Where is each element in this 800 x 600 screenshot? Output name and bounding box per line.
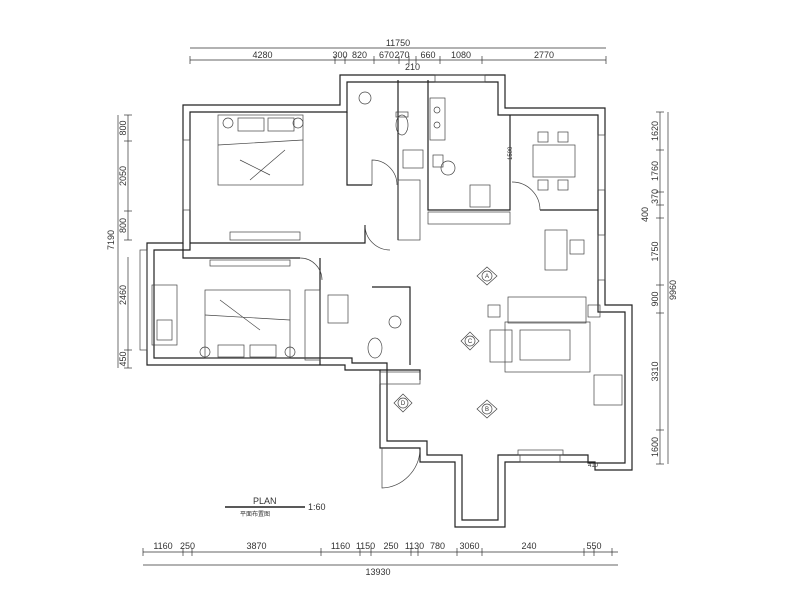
kitchen: 1500 [429,97,514,208]
dimension-label: 1620 [650,121,660,141]
svg-text:D: D [401,401,406,407]
dimension-label: 1760 [650,161,660,181]
doors [299,159,541,489]
lounge-chair [151,284,178,346]
dimension-label: 660 [420,50,435,60]
svg-text:A: A [485,274,489,280]
dim-top-total: 11750 [386,38,410,48]
dimension-label: 300 [332,50,347,60]
plan-scale: 1:60 [308,502,326,512]
windows [139,74,606,463]
desk [544,229,585,271]
dim-right-total: 9960 [668,280,678,300]
counter [427,211,511,225]
bed-master [217,114,304,241]
dimension-label: 3060 [459,541,479,551]
marker-a: A [476,266,498,286]
dimension-label: 820 [352,50,367,60]
bottom-dimensions: 13930 1160 250 3870 1160 1150 250 1130 780 3060 2… [142,541,618,577]
note-410: 410 [588,463,599,469]
dimension-label: 450 [118,351,128,366]
dimension-label: 1080 [451,50,471,60]
dimension-label: 780 [430,541,445,551]
dimension-label: 800 [118,218,128,233]
cabinet [379,371,421,385]
sofa-set: 410 [487,296,623,469]
dimension-label: 670 [379,50,394,60]
dimension-label: 2460 [118,285,128,305]
dimension-label: 1150 [356,541,375,551]
dimension-label: 210 [405,62,420,72]
dimension-label: 1130 [405,541,424,551]
dimension-label: 1600 [650,437,660,457]
marker-b: B [476,399,498,419]
exterior-wall [146,74,633,528]
note-1500: 1500 [508,146,514,160]
dimension-label: 1750 [650,241,660,261]
dimension-label: 800 [118,120,128,135]
dimension-label: 900 [650,291,660,306]
dimension-label: 2050 [118,166,128,186]
bed-second [199,259,296,359]
dimension-label: 1160 [331,541,350,551]
dimension-label: 1160 [153,541,172,551]
dim-left-total: 7190 [106,230,116,250]
dimension-label: 250 [383,541,398,551]
plan-subtitle: 平面布置图 [240,510,270,518]
dimension-label: 250 [180,541,195,551]
svg-text:C: C [468,339,473,345]
dim-bottom-total: 13930 [365,567,390,577]
dimension-label: 240 [521,541,536,551]
closet [304,289,321,361]
svg-text:B: B [485,407,489,413]
dimension-label: 2770 [534,50,554,60]
dining-table [532,131,576,191]
dimension-label: 550 [586,541,601,551]
wardrobe [397,179,421,241]
dimension-label: 4280 [252,50,272,60]
exterior-wall-inner [153,81,626,521]
marker-d: D [393,393,413,413]
bathroom-fixtures [327,91,424,359]
left-dimensions: 7190 800 2050 800 2460 450 [106,114,132,369]
plan-label: PLAN [253,496,277,506]
dimension-label: 3870 [246,541,266,551]
interior-walls [182,80,598,385]
dimension-label: 3310 [650,361,660,381]
dimension-label: 400 [640,207,650,222]
plan-title: PLAN 1:60 平面布置图 [225,496,326,518]
dimension-label: 370 [650,189,660,204]
marker-c: C [460,331,480,351]
dimension-label: 270 [394,50,409,60]
